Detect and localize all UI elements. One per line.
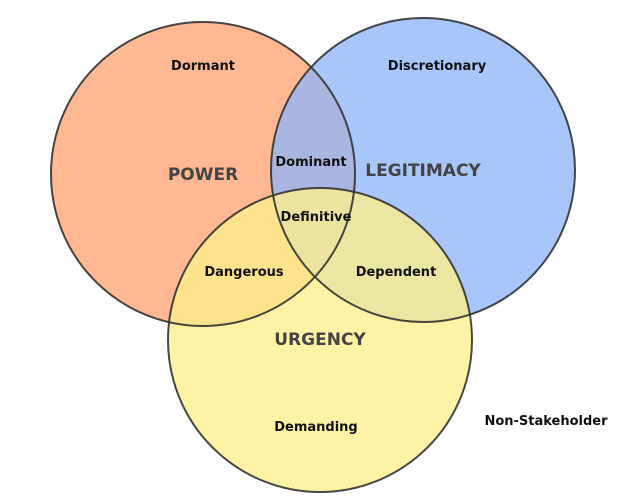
legitimacy-outline: [270, 17, 576, 323]
non-stakeholder-label: Non-Stakeholder: [484, 414, 608, 429]
discretionary-label: Discretionary: [388, 59, 487, 74]
power-label: POWER: [168, 165, 238, 185]
power-outline: [50, 21, 356, 327]
urgency-outline: [167, 187, 473, 493]
dominant-label: Dominant: [275, 155, 346, 170]
dependent-label: Dependent: [356, 265, 437, 280]
dormant-label: Dormant: [171, 59, 235, 74]
dangerous-label: Dangerous: [204, 265, 284, 280]
demanding-label: Demanding: [274, 420, 358, 435]
urgency-label: URGENCY: [274, 330, 366, 350]
definitive-label: Definitive: [281, 210, 352, 225]
urgency-circle: [168, 188, 472, 492]
legitimacy-label: LEGITIMACY: [365, 161, 481, 181]
